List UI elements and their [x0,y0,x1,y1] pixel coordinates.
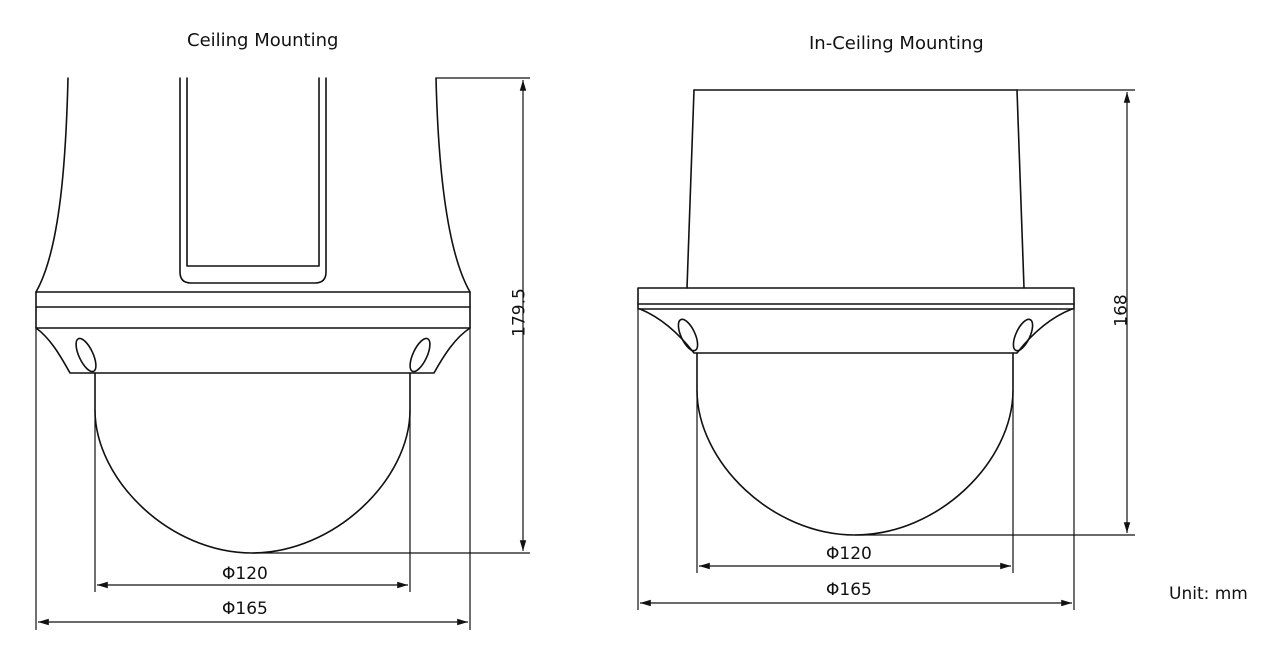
in-ceiling-inner-diameter-label: Φ120 [826,544,872,564]
in-ceiling-trim-plate [637,287,1075,310]
in-ceiling-vent-left [677,318,699,352]
ceiling-dimensions [35,77,530,630]
in-ceiling-mount-camera [637,89,1075,536]
ceiling-mount-camera [35,77,471,554]
ceiling-housing-window-outer [179,77,327,284]
in-ceiling-title: In-Ceiling Mounting [809,33,984,54]
ceiling-vent-left [75,337,97,373]
ceiling-collar [35,291,471,329]
in-ceiling-outer-diameter-label: Φ165 [826,580,872,600]
in-ceiling-lower-ring [639,308,1073,354]
unit-label: Unit: mm [1169,584,1248,604]
ceiling-inner-diameter-label: Φ120 [222,564,268,584]
in-ceiling-back-box [686,89,1025,289]
ceiling-housing-window-inner [186,77,320,267]
in-ceiling-vent-right [1012,318,1034,352]
in-ceiling-dome [696,352,1014,536]
ceiling-housing-body [35,77,471,293]
in-ceiling-height-label: 168 [1111,294,1132,327]
ceiling-lower-ring [35,327,471,374]
ceiling-outer-diameter-label: Φ165 [222,599,268,619]
ceiling-title: Ceiling Mounting [187,30,339,51]
ceiling-dome [94,372,411,554]
ceiling-vent-right [409,337,431,373]
ceiling-height-label: 179.5 [509,288,530,337]
in-ceiling-dimensions [637,89,1135,610]
